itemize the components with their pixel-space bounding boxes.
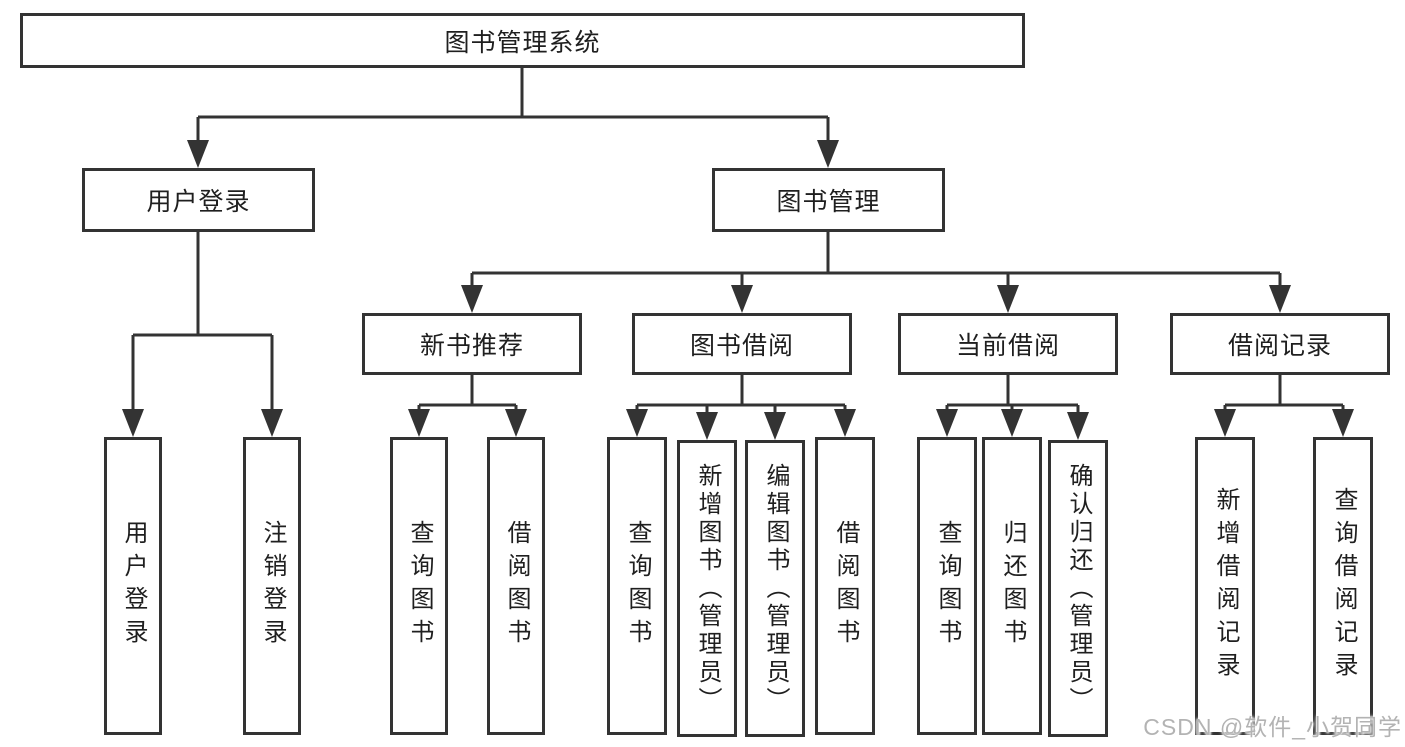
leaf-bb-edit-books-admin: 编辑图书（管理员） — [745, 440, 805, 737]
leaf-bb-borrow-books: 借阅图书 — [815, 437, 875, 735]
leaf-cb-query-books: 查询图书 — [917, 437, 977, 735]
arrow-down-icon — [936, 409, 958, 437]
arrow-down-icon — [187, 140, 209, 168]
arrow-down-icon — [764, 412, 786, 440]
leaf-cb-return-books: 归还图书 — [982, 437, 1042, 735]
arrow-down-icon — [696, 412, 718, 440]
node-new-book-recommend: 新书推荐 — [362, 313, 582, 375]
arrow-down-icon — [817, 140, 839, 168]
node-book-borrow: 图书借阅 — [632, 313, 852, 375]
connector-root-to-level2 — [196, 68, 830, 142]
node-borrow-records: 借阅记录 — [1170, 313, 1390, 375]
connector-new-book-children — [417, 375, 518, 411]
arrow-down-icon — [834, 409, 856, 437]
watermark: CSDN @软件_小贺同学 — [1143, 714, 1402, 740]
node-book-management: 图书管理 — [712, 168, 945, 232]
leaf-br-query-record: 查询借阅记录 — [1313, 437, 1373, 735]
node-library-system: 图书管理系统 — [20, 13, 1025, 68]
leaf-logout-login: 注销登录 — [243, 437, 301, 735]
arrow-down-icon — [1332, 409, 1354, 437]
leaf-br-add-record: 新增借阅记录 — [1195, 437, 1255, 735]
arrow-down-icon — [1067, 412, 1089, 440]
connector-borrow-records-children — [1223, 375, 1345, 411]
leaf-nb-borrow-books: 借阅图书 — [487, 437, 545, 735]
leaf-bb-query-books: 查询图书 — [607, 437, 667, 735]
arrow-down-icon — [1269, 285, 1291, 313]
arrow-down-icon — [261, 409, 283, 437]
connector-book-borrow-children — [635, 375, 847, 413]
arrow-down-icon — [505, 409, 527, 437]
arrow-down-icon — [408, 409, 430, 437]
leaf-nb-query-books: 查询图书 — [390, 437, 448, 735]
arrow-down-icon — [997, 285, 1019, 313]
arrow-down-icon — [1214, 409, 1236, 437]
arrow-down-icon — [731, 285, 753, 313]
node-current-borrow: 当前借阅 — [898, 313, 1118, 375]
leaf-user-login: 用户登录 — [104, 437, 162, 735]
leaf-cb-confirm-return-admin: 确认归还（管理员） — [1048, 440, 1108, 737]
arrow-down-icon — [626, 409, 648, 437]
node-user-login: 用户登录 — [82, 168, 315, 232]
connector-book-management-children — [470, 232, 1282, 287]
connector-current-borrow-children — [945, 375, 1080, 413]
arrow-down-icon — [1001, 409, 1023, 437]
arrow-down-icon — [461, 285, 483, 313]
connector-user-login-children — [131, 232, 274, 411]
arrow-down-icon — [122, 409, 144, 437]
leaf-bb-add-books-admin: 新增图书（管理员） — [677, 440, 737, 737]
